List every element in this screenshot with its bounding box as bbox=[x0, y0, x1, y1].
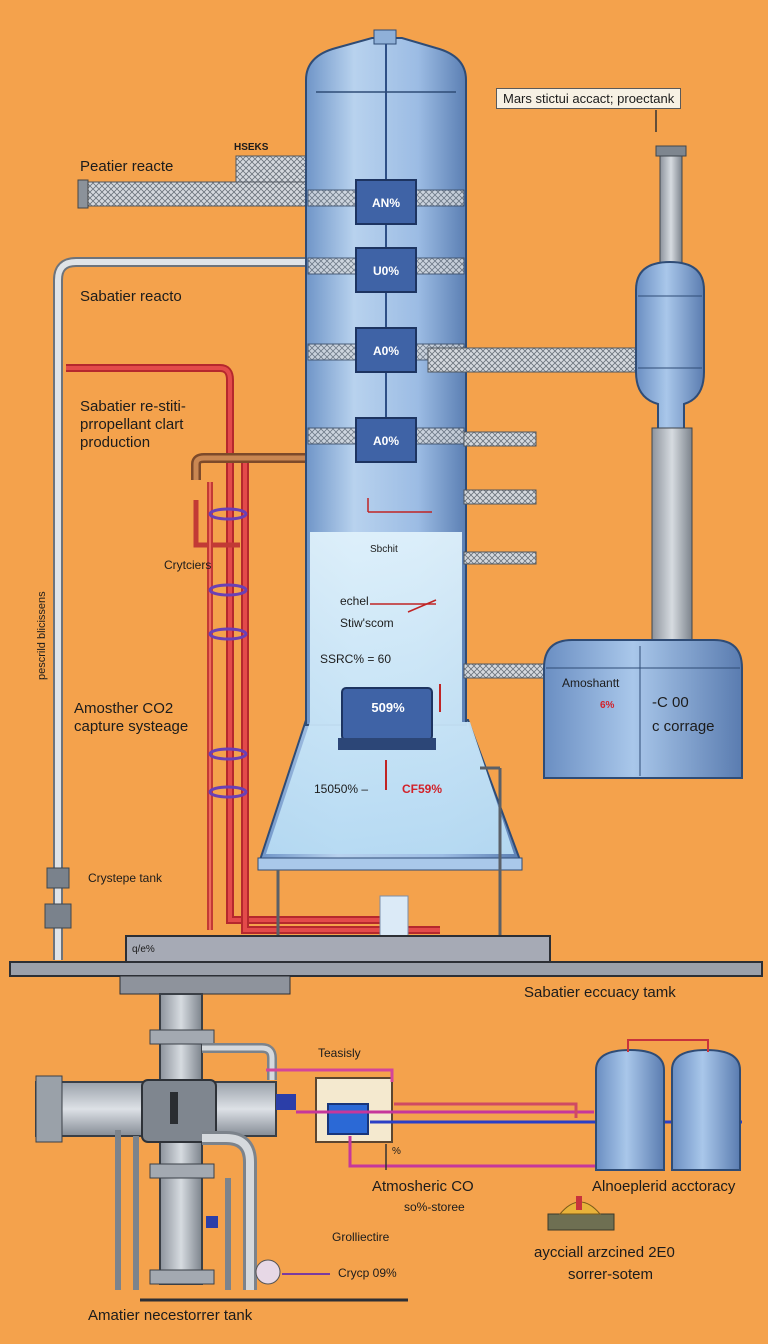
aycciall-line2: sorrer-sotem bbox=[568, 1266, 654, 1283]
red-pipes bbox=[66, 364, 440, 934]
right-tank-pct: 6% bbox=[600, 700, 615, 711]
grolliectire-label: Grolliectire bbox=[332, 1230, 390, 1244]
right-tank-title: Amoshantt bbox=[562, 676, 620, 690]
right-tank-line1: -C 00 bbox=[652, 694, 689, 711]
crytciers-label: Crytciers bbox=[164, 558, 212, 572]
bottom-machine bbox=[35, 993, 408, 1302]
atmos-line1: Atmosheric CO bbox=[372, 1178, 474, 1195]
column-bottom-left-label: 15050% – bbox=[314, 782, 369, 796]
gauge-3-value: A0% bbox=[372, 344, 399, 358]
crycp-label: Crycp 09% bbox=[338, 1266, 397, 1280]
column-echel-label: echel bbox=[340, 594, 369, 608]
column-sub-label: Stiw'scom bbox=[340, 616, 394, 630]
left-grey-pipe bbox=[44, 257, 308, 960]
footer-label: Amatier necestorrer tank bbox=[88, 1307, 253, 1324]
top-left-mesh-pipe bbox=[77, 155, 311, 209]
atmosphere-capture-label: Amosther CO2 capture systeage bbox=[74, 700, 189, 735]
gauge-4-value: A0% bbox=[372, 434, 399, 448]
tiny-header-label: HSEKS bbox=[234, 142, 269, 153]
peatier-label: Peatier reacte bbox=[80, 158, 174, 175]
atmos-line2: so%-storee bbox=[404, 1200, 465, 1214]
column-ssre-label: SSRC% = 60 bbox=[320, 652, 392, 666]
vertical-side-label: pescrild blicissens bbox=[36, 591, 48, 680]
column-gauges bbox=[355, 179, 417, 463]
top-callout-label: Mars stictui accact; proectank bbox=[496, 88, 682, 109]
gauge-2-value: U0% bbox=[372, 264, 399, 278]
small-dial bbox=[255, 1259, 330, 1285]
drain-pipe bbox=[379, 895, 409, 943]
twin-tanks bbox=[595, 1039, 741, 1171]
column-bottom-red-label: CF59% bbox=[402, 782, 443, 796]
right-tower bbox=[427, 145, 705, 645]
pipe-clamps bbox=[208, 507, 248, 799]
right-storage-tank bbox=[543, 639, 743, 779]
platform bbox=[9, 935, 763, 995]
right-tank-line2: c corrage bbox=[652, 718, 715, 735]
inner-tank-value: 509% bbox=[371, 700, 405, 715]
bottom-pct-label: % bbox=[392, 1146, 401, 1157]
platform-tag: q/e% bbox=[132, 944, 155, 955]
sabatier-reactor-label: Sabatier reacto bbox=[80, 288, 182, 305]
teasily-label: Teasisly bbox=[318, 1046, 361, 1060]
crystepe-tank-label: Crystepe tank bbox=[88, 871, 163, 885]
inner-tank bbox=[338, 498, 441, 790]
gauge-1-value: AN% bbox=[371, 196, 400, 210]
alno-label: Alnoeplerid acctoracy bbox=[592, 1178, 736, 1195]
sabatier-insitu-label: Sabatier re-stiti- prropellant clart pro… bbox=[80, 398, 186, 451]
platform-right-label: Sabatier eccuacy tamk bbox=[524, 984, 676, 1001]
small-reactor-gadget bbox=[547, 1196, 615, 1231]
aycciall-line1: aycciall arzcined 2E0 bbox=[534, 1244, 675, 1261]
column-inner-title: Sbchit bbox=[370, 544, 398, 555]
column-right-stubs bbox=[463, 431, 545, 679]
bottom-filter-unit bbox=[266, 1068, 742, 1170]
column-support bbox=[276, 766, 502, 936]
